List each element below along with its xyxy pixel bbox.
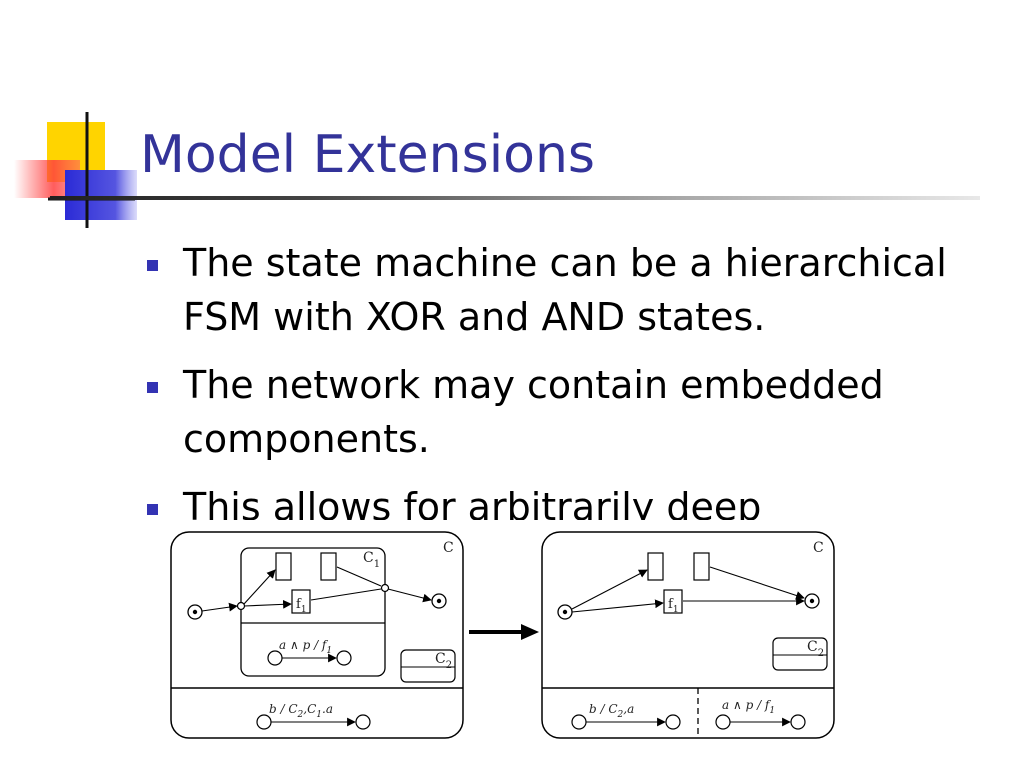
svg-text:f1: f1 <box>296 597 307 615</box>
right-right-transition-label: a ∧ p / f <box>722 698 772 712</box>
left-bottom-transition-end: .a <box>322 702 333 716</box>
bullet-list: The state machine can be a hierarchical … <box>145 236 1005 548</box>
right-left-transition-label: b / C <box>589 702 618 716</box>
right-left-transition-end: ,a <box>623 702 634 716</box>
right-bottom-left-state-2 <box>665 714 681 730</box>
right-left-transition-sub: 2 <box>617 710 624 720</box>
bullet-square-icon <box>147 260 158 271</box>
left-f1-label-sub: 1 <box>301 605 307 615</box>
bullet-item: The network may contain embedded compone… <box>145 358 1005 466</box>
right-actor-a <box>647 552 664 581</box>
left-inner-state-2 <box>336 650 352 666</box>
left-bottom-transition-sub1: 2 <box>297 710 304 720</box>
svg-text:a ∧ p / f1: a ∧ p / f1 <box>279 638 332 656</box>
left-bottom-transition-label: b / C <box>269 702 298 716</box>
left-inner-transition-sub: 1 <box>326 646 332 656</box>
slide-logo-graphic <box>14 112 137 228</box>
left-f1-label: f <box>296 597 302 612</box>
right-c2-component <box>772 637 828 671</box>
left-bottom-transition-sub2: 1 <box>316 710 322 720</box>
bullet-text: The network may contain embedded compone… <box>183 363 884 461</box>
left-model: C C1 f1 a ∧ p / f1 C2 <box>170 531 464 739</box>
right-model: C f1 C2 b / C2,a a ∧ p / f1 <box>541 531 835 739</box>
left-bottom-transition-mid: ,C <box>303 702 316 716</box>
diagram-svg: C C1 f1 a ∧ p / f1 C2 <box>170 531 835 739</box>
bullet-text: The state machine can be a hierarchical … <box>183 241 947 339</box>
left-c2-component <box>400 649 456 683</box>
left-in-boundary-port <box>236 601 246 611</box>
c1-label-sub: 1 <box>374 559 380 570</box>
right-outer-label: C <box>813 540 824 556</box>
right-bottom-right-state-1 <box>715 714 731 730</box>
left-inner-component-c1 <box>240 547 386 677</box>
slide-title: Model Extensions <box>140 125 596 185</box>
left-bottom-state-2 <box>355 714 371 730</box>
logo-blue-block <box>65 170 137 220</box>
title-underline <box>50 196 980 200</box>
right-actor-f1 <box>663 589 683 614</box>
left-actor-b <box>320 552 337 581</box>
right-c2-label: C <box>807 639 818 655</box>
left-bottom-state-1 <box>256 714 272 730</box>
bullet-item: The state machine can be a hierarchical … <box>145 236 1005 344</box>
c1-label: C <box>363 550 374 566</box>
svg-text:b / C2,a: b / C2,a <box>589 702 634 720</box>
left-c2-label-sub: 2 <box>446 660 452 671</box>
svg-text:C1: C1 <box>363 550 380 570</box>
svg-text:a ∧ p / f1: a ∧ p / f1 <box>722 698 775 716</box>
svg-text:b / C2,C1.a: b / C2,C1.a <box>269 702 333 720</box>
left-actor-a <box>275 552 292 581</box>
right-f1-label: f <box>668 597 674 612</box>
fsm-flattening-diagram: C C1 f1 a ∧ p / f1 C2 <box>165 520 845 750</box>
left-inner-transition-label: a ∧ p / f <box>279 638 329 652</box>
left-inner-state-1 <box>267 650 283 666</box>
svg-text:f1: f1 <box>668 597 679 615</box>
right-bottom-right-state-2 <box>790 714 806 730</box>
svg-text:C2: C2 <box>807 639 824 659</box>
right-f1-label-sub: 1 <box>673 605 679 615</box>
right-c2-label-sub: 2 <box>818 648 824 659</box>
right-bottom-left-state-1 <box>571 714 587 730</box>
bullet-square-icon <box>147 382 158 393</box>
left-c2-label: C <box>435 651 446 667</box>
bullet-square-icon <box>147 504 158 515</box>
left-actor-f1 <box>291 589 311 614</box>
svg-text:C2: C2 <box>435 651 452 671</box>
right-right-transition-sub: 1 <box>769 706 775 716</box>
right-actor-b <box>693 552 710 581</box>
left-out-boundary-port <box>380 583 390 593</box>
right-outer-component-box <box>541 531 835 739</box>
left-outer-label: C <box>443 540 454 556</box>
